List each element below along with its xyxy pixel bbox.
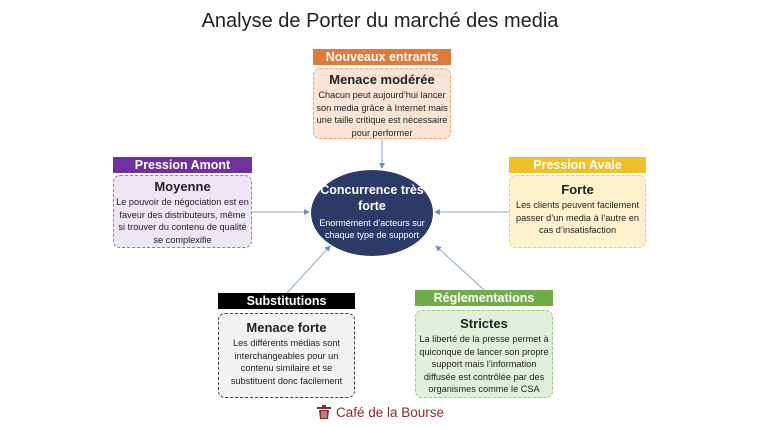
text: Chacun peut aujourd’hui lancer son media…	[316, 90, 448, 138]
box-substitutions: Menace forte Les différents médias sont …	[218, 313, 355, 398]
header-substitutions: Substitutions	[218, 293, 355, 309]
center-heading: Concurrence très forte	[320, 183, 424, 213]
logo-text: Café de la Bourse	[336, 404, 445, 420]
box-reglementations: Strictes La liberté de la presse permet …	[415, 310, 553, 398]
heading: Menace modérée	[329, 72, 435, 87]
heading: Strictes	[460, 316, 508, 331]
arrow-substitutions	[286, 245, 331, 294]
header-pression-amont: Pression Amont	[113, 157, 252, 173]
box-pression-avale: Forte Les clients peuvent facilement pas…	[509, 175, 646, 248]
header-pression-avale: Pression Avale	[509, 157, 646, 173]
trash-bin-icon	[317, 405, 331, 419]
text: La liberté de la presse permet à quiconq…	[419, 334, 549, 394]
box-nouveaux-entrants: Menace modérée Chacun peut aujourd’hui l…	[313, 68, 451, 139]
heading: Forte	[561, 182, 594, 197]
arrow-reglementations	[435, 245, 485, 291]
center-text: Enormément d’acteurs sur chaque type de …	[319, 218, 425, 240]
heading: Moyenne	[154, 179, 211, 194]
page-title: Analyse de Porter du marché des media	[201, 10, 559, 32]
header-nouveaux-entrants: Nouveaux entrants	[313, 49, 451, 65]
center-ellipse: Concurrence très forte Enormément d’acte…	[311, 170, 433, 256]
text: Les différents médias sont interchangeab…	[230, 338, 343, 386]
header-reglementations: Réglementations	[415, 290, 553, 306]
text: Le pouvoir de négociation est en faveur …	[116, 197, 249, 245]
text: Les clients peuvent facilement passer d’…	[515, 200, 640, 235]
logo: Café de la Bourse	[316, 404, 444, 420]
heading: Menace forte	[246, 320, 327, 335]
box-pression-amont: Moyenne Le pouvoir de négociation est en…	[113, 175, 252, 248]
